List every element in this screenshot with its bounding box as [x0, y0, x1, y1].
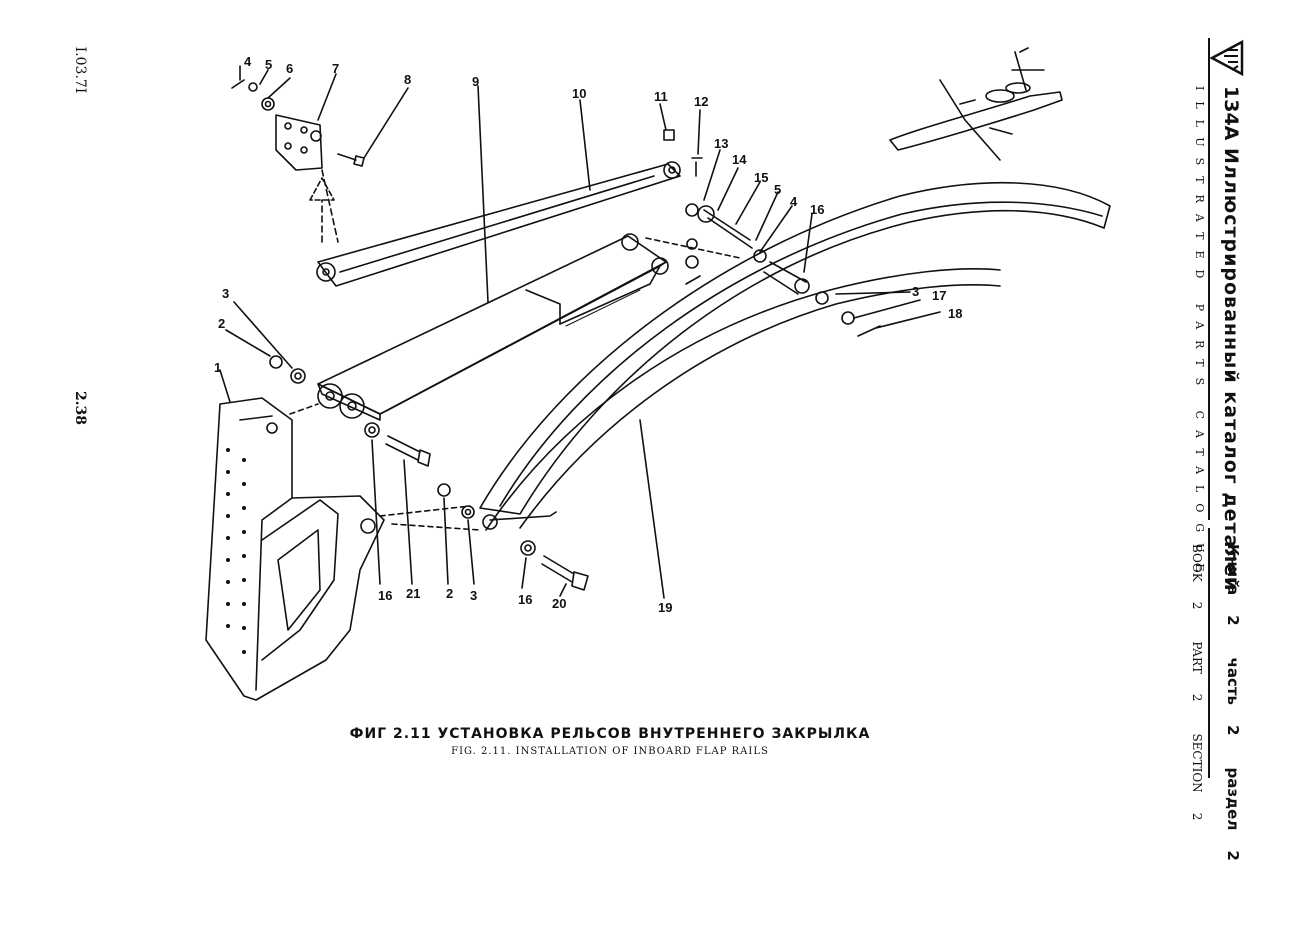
header-divider	[1208, 528, 1210, 778]
part-label-ru: часть	[1224, 657, 1242, 706]
catalog-title-english: ILLUSTRATED PARTS CATALOGUE	[1193, 86, 1206, 583]
part-label-en: PART	[1190, 641, 1204, 674]
callout-17: 17	[932, 288, 946, 303]
book-number-en: 2	[1190, 601, 1204, 610]
aircraft-icon	[889, 47, 1063, 161]
caption-english: FIG. 2.11. INSTALLATION OF INBOARD FLAP …	[451, 746, 769, 757]
book-label-ru: Книга	[1224, 544, 1242, 596]
header-divider	[1208, 38, 1210, 520]
book-number: 2	[1224, 615, 1242, 626]
manufacturer-logo-icon	[1209, 39, 1244, 77]
callout-4: 4	[244, 54, 252, 69]
callout-21: 21	[406, 586, 420, 601]
section-label-en: SECTION	[1190, 733, 1204, 793]
callout-4b: 4	[790, 194, 798, 209]
callout-13: 13	[714, 136, 728, 151]
callout-6: 6	[286, 61, 293, 76]
callout-15: 15	[754, 170, 768, 185]
callout-5b: 5	[774, 182, 781, 197]
callout-19: 19	[658, 600, 672, 615]
callout-16c: 16	[518, 592, 532, 607]
callout-18: 18	[948, 306, 962, 321]
callout-2a: 2	[218, 316, 225, 331]
callout-9: 9	[472, 74, 479, 89]
callout-16b: 16	[378, 588, 392, 603]
callout-12: 12	[694, 94, 708, 109]
callout-2b: 2	[446, 586, 453, 601]
section-number: 2	[1224, 850, 1242, 861]
callout-16a: 16	[810, 202, 824, 217]
callout-11: 11	[654, 89, 668, 104]
callout-8: 8	[404, 72, 411, 87]
callout-20: 20	[552, 596, 566, 611]
callout-3a: 3	[912, 284, 919, 299]
callout-1: 1	[214, 360, 221, 375]
section-reference-english: BOOK2PART2SECTION2	[1190, 544, 1204, 820]
callout-10: 10	[572, 86, 586, 101]
catalog-header: 134A Иллюстрированный каталог деталей IL…	[1162, 38, 1246, 861]
callout-5: 5	[265, 57, 272, 72]
callout-3b: 3	[222, 286, 229, 301]
aircraft-model: 134A	[1220, 86, 1242, 141]
figure-caption: ФИГ 2.11 УСТАНОВКА РЕЛЬСОВ ВНУТРЕННЕГО З…	[300, 726, 920, 757]
book-label-en: BOOK	[1190, 544, 1204, 582]
caption-russian: ФИГ 2.11 УСТАНОВКА РЕЛЬСОВ ВНУТРЕННЕГО З…	[349, 726, 871, 742]
callout-14: 14	[732, 152, 747, 167]
section-reference-russian: Книга 2 часть 2 раздел 2	[1224, 544, 1242, 861]
callout-3c: 3	[470, 588, 477, 603]
catalog-title-russian: Иллюстрированный каталог деталей	[1220, 148, 1242, 592]
section-label-ru: раздел	[1224, 767, 1242, 831]
part-number: 2	[1224, 725, 1242, 736]
part-number-en: 2	[1190, 693, 1204, 702]
callout-7: 7	[332, 61, 339, 76]
section-number-en: 2	[1190, 812, 1204, 821]
